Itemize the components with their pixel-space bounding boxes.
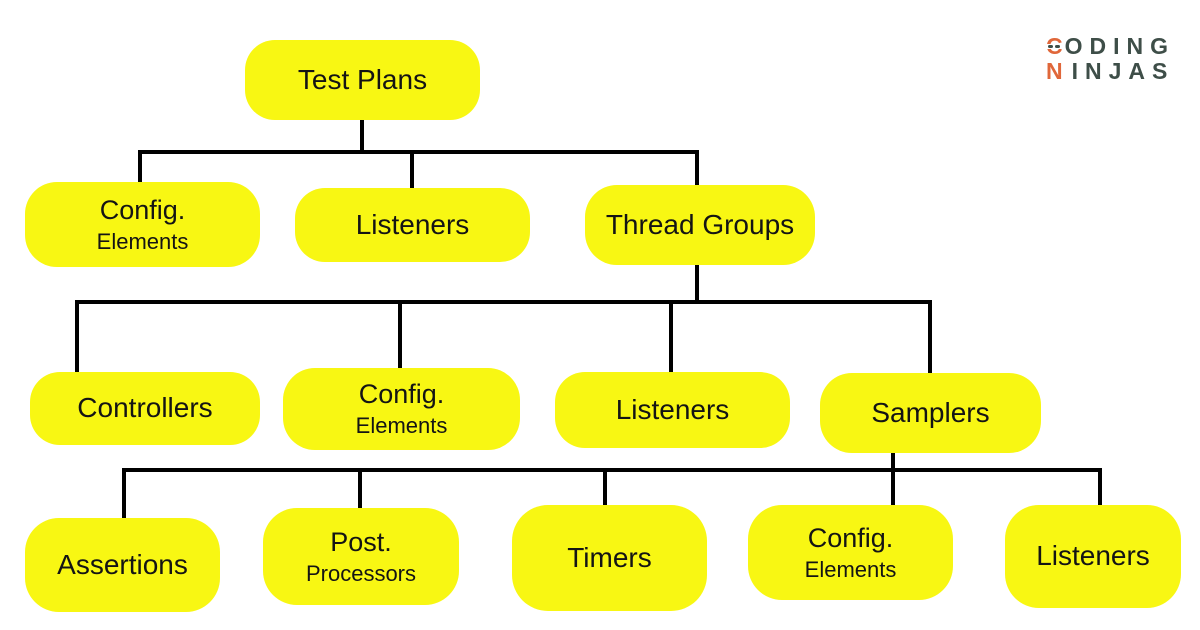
node-listeners-2: Listeners: [555, 372, 790, 448]
node-test-plans: Test Plans: [245, 40, 480, 120]
logo-line-1: C ODING: [1045, 33, 1175, 59]
node-label: Listeners: [355, 208, 470, 240]
coding-ninjas-n-icon: N: [1045, 58, 1070, 84]
node-assertions: Assertions: [25, 518, 220, 612]
ninja-eye-icon: [1047, 45, 1053, 48]
node-config-elements-1: Config. Elements: [25, 182, 260, 267]
node-label: Thread Groups: [605, 208, 795, 240]
node-post-processors: Post. Processors: [263, 508, 459, 605]
node-label: Elements: [96, 228, 189, 254]
node-label: Config.: [358, 379, 445, 410]
logo-text: INJAS: [1071, 58, 1175, 84]
node-label: Config.: [99, 194, 186, 225]
coding-ninjas-logo: C ODING N INJAS: [1045, 33, 1175, 84]
node-label: Assertions: [57, 548, 188, 580]
coding-ninjas-c-icon: C: [1045, 34, 1063, 59]
node-thread-groups: Thread Groups: [585, 185, 815, 265]
node-controllers: Controllers: [30, 372, 260, 445]
node-label: Samplers: [871, 396, 990, 428]
node-listeners-1: Listeners: [295, 188, 530, 262]
node-label: Elements: [804, 556, 897, 582]
node-listeners-3: Listeners: [1005, 505, 1181, 608]
ninja-eye-icon: [1054, 45, 1060, 48]
node-label: Controllers: [77, 392, 213, 424]
node-label: Listeners: [1036, 540, 1150, 572]
node-label: Test Plans: [297, 63, 428, 95]
node-label: Elements: [355, 413, 448, 439]
node-label: Timers: [567, 541, 652, 573]
node-config-elements-2: Config. Elements: [283, 368, 520, 450]
node-label: Config.: [807, 522, 894, 553]
logo-text: ODING: [1064, 33, 1175, 59]
node-label: Post.: [330, 526, 392, 557]
node-timers: Timers: [512, 505, 707, 611]
node-label: Listeners: [615, 393, 730, 425]
node-label: Processors: [305, 560, 417, 586]
logo-line-2: N INJAS: [1046, 59, 1175, 84]
node-config-elements-3: Config. Elements: [748, 505, 953, 600]
node-samplers: Samplers: [820, 373, 1041, 453]
